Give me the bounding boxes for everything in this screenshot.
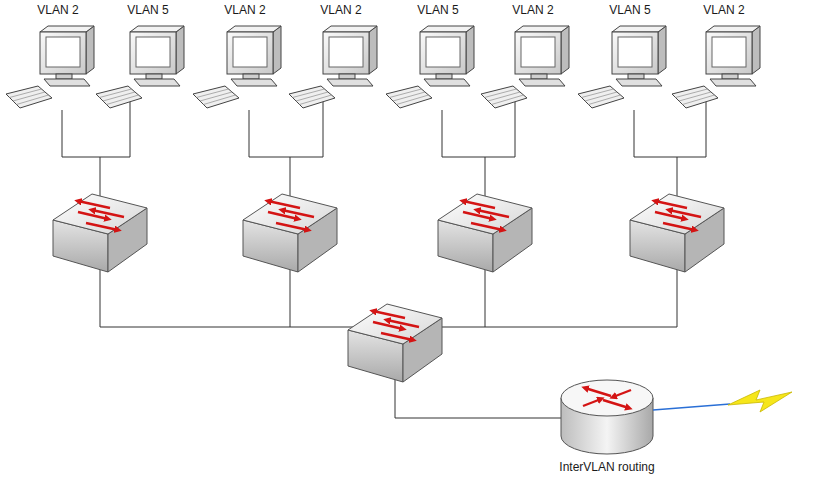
node-label: VLAN 5 bbox=[127, 3, 168, 17]
computer-icon bbox=[193, 26, 281, 108]
router-icon bbox=[561, 380, 792, 454]
node-label: VLAN 5 bbox=[609, 3, 650, 17]
node-label: VLAN 2 bbox=[37, 3, 78, 17]
computer-icon bbox=[672, 26, 760, 108]
node-label: VLAN 2 bbox=[703, 3, 744, 17]
switch-icon bbox=[348, 304, 442, 382]
node-label: VLAN 2 bbox=[224, 3, 265, 17]
network-cable bbox=[485, 270, 486, 327]
network-cable bbox=[485, 157, 486, 202]
network-cable bbox=[395, 378, 561, 418]
computer-icon bbox=[289, 26, 377, 108]
switch-icon bbox=[630, 194, 724, 272]
node-label: VLAN 2 bbox=[320, 3, 361, 17]
computer-node: VLAN 2 bbox=[297, 3, 385, 115]
computer-node: VLAN 2 bbox=[14, 3, 102, 115]
computer-node: VLAN 2 bbox=[201, 3, 289, 115]
node-label: VLAN 2 bbox=[512, 3, 553, 17]
network-cable bbox=[677, 157, 678, 202]
computer-icon bbox=[6, 26, 94, 108]
network-cable bbox=[290, 270, 291, 327]
node-label: VLAN 5 bbox=[417, 3, 458, 17]
computer-node: VLAN 5 bbox=[586, 3, 674, 115]
computer-node: VLAN 5 bbox=[394, 3, 482, 115]
cabling bbox=[62, 92, 706, 418]
network-cable bbox=[290, 157, 291, 202]
computer-node: VLAN 5 bbox=[104, 3, 192, 115]
network-cable bbox=[677, 270, 678, 327]
device-icons bbox=[6, 26, 792, 454]
node-label: InterVLAN routing bbox=[559, 460, 654, 474]
switch-icon bbox=[243, 194, 337, 272]
computer-icon bbox=[386, 26, 474, 108]
computer-icon bbox=[481, 26, 569, 108]
switch-icon bbox=[438, 194, 532, 272]
computer-icon bbox=[96, 26, 184, 108]
network-cable bbox=[100, 157, 101, 202]
switch-icon bbox=[53, 194, 147, 272]
router-node: InterVLAN routing bbox=[537, 368, 677, 474]
computer-node: VLAN 2 bbox=[489, 3, 577, 115]
computer-node: VLAN 2 bbox=[680, 3, 768, 115]
network-cable bbox=[100, 270, 101, 327]
computer-icon bbox=[578, 26, 666, 108]
